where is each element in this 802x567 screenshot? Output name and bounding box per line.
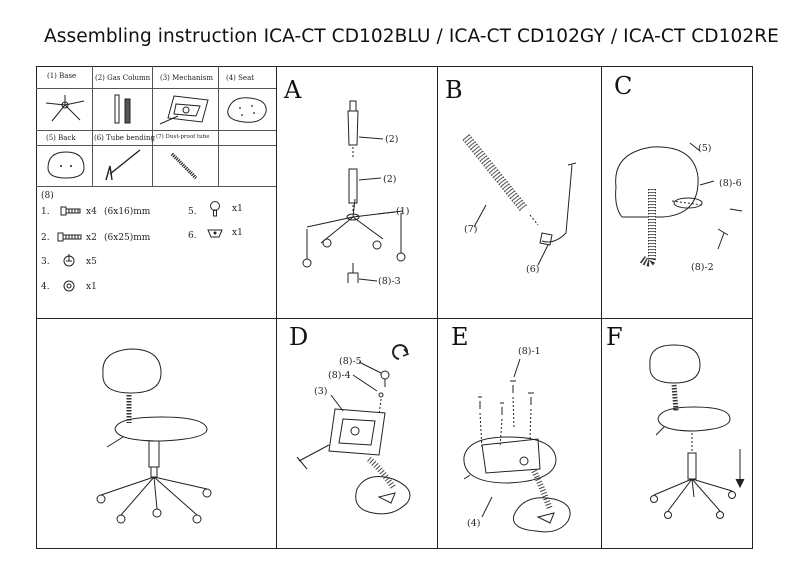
page-title: Assembling instruction ICA-CT CD102BLU /… [44, 26, 779, 47]
hardware-size-1: (6x16)mm [104, 207, 151, 217]
hardware-num-2: 2. [41, 233, 50, 243]
caster-icon [62, 254, 76, 268]
step-c-letter: C [614, 72, 633, 100]
part-label-seat: (4) Seat [226, 74, 255, 82]
back-icon [44, 148, 88, 182]
step-d-letter: D [289, 323, 309, 351]
hardware-num-6: 6. [188, 231, 197, 241]
hardware-heading: (8) [41, 191, 54, 201]
dust-tube-icon [166, 150, 206, 182]
step-a-letter: A [284, 76, 302, 104]
part-label-mechanism: (3) Mechanism [160, 74, 214, 82]
hardware-qty-6: x1 [232, 228, 243, 238]
part-label-back: (5) Back [46, 134, 76, 142]
base-icon [40, 89, 90, 129]
hardware-num-1: 1. [41, 207, 50, 217]
step-f-diagram [602, 319, 752, 548]
step-d-label-mechanism: (3) [314, 386, 328, 397]
step-d-label-knob: (8)-5 [339, 356, 362, 367]
part-label-tube-bending: (6) Tube bending [94, 134, 156, 142]
part-label-gas-column: (2) Gas Column [95, 74, 151, 82]
seat-icon [222, 92, 272, 128]
step-a-label-gas-upper: (2) [385, 134, 399, 145]
hardware-size-2: (6x25)mm [104, 233, 151, 243]
step-a-label-base: (1) [396, 206, 410, 217]
hardware-qty-2: x2 [86, 233, 97, 243]
step-c-label-back: (5) [698, 143, 712, 154]
hardware-qty-1: x4 [86, 207, 97, 217]
part-label-base: (1) Base [47, 72, 77, 80]
step-d-diagram [277, 319, 437, 548]
step-e-diagram [438, 319, 601, 548]
washer-icon [62, 279, 76, 293]
bolt-16mm-icon [60, 205, 82, 217]
step-a-diagram [277, 67, 437, 317]
step-b-label-dust-tube: (7) [464, 224, 478, 235]
chair-illustration [37, 319, 276, 548]
hardware-num-3: 3. [41, 257, 50, 267]
step-c-label-knob-cap: (8)-6 [719, 178, 742, 189]
part-label-dust-tube: (7) Dust-proof tube [156, 134, 210, 140]
step-f-letter: F [606, 323, 623, 351]
hardware-qty-4: x1 [86, 282, 97, 292]
knob-icon [207, 200, 223, 218]
hardware-qty-3: x5 [86, 257, 97, 267]
hardware-num-4: 4. [41, 282, 50, 292]
step-c-diagram [602, 67, 752, 317]
step-a-label-caster: (8)-3 [378, 276, 401, 287]
step-e-label-bolt: (8)-1 [518, 346, 541, 357]
step-b-letter: B [445, 76, 463, 104]
hardware-qty-5: x1 [232, 204, 243, 214]
step-c-label-bolt: (8)-2 [691, 262, 714, 273]
step-d-label-washer: (8)-4 [328, 370, 351, 381]
step-b-label-tube-bending: (6) [526, 264, 540, 275]
step-e-label-seat: (4) [467, 518, 481, 529]
step-e-letter: E [451, 323, 469, 351]
tube-bending-icon [100, 146, 148, 184]
gas-column-icon [108, 91, 138, 129]
knob-cap-icon [206, 227, 224, 239]
step-b-diagram [438, 67, 601, 317]
step-a-label-gas-lower: (2) [383, 174, 397, 185]
mechanism-icon [156, 90, 216, 130]
bolt-25mm-icon [57, 231, 83, 243]
hardware-num-5: 5. [188, 207, 197, 217]
